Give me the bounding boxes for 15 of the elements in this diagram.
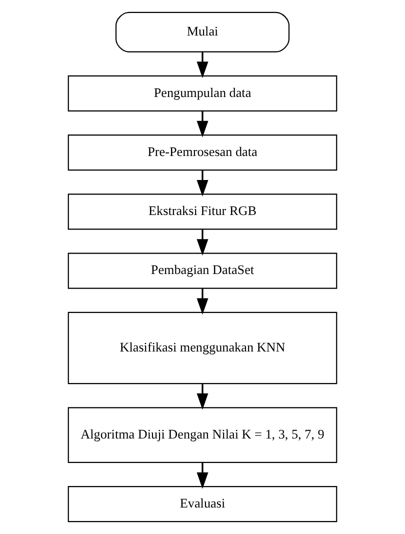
node-box: Ekstraksi Fitur RGB bbox=[68, 194, 338, 230]
node-box: Klasifikasi menggunakan KNN bbox=[68, 312, 338, 384]
arrow bbox=[196, 229, 208, 256]
arrow bbox=[196, 384, 208, 410]
node-box: Evaluasi bbox=[68, 486, 338, 522]
node-box: Pembagian DataSet bbox=[68, 252, 338, 289]
arrow bbox=[196, 111, 208, 138]
node-box: Algoritma Diuji Dengan Nilai K = 1, 3, 5, 7, 9 bbox=[68, 407, 338, 463]
arrow bbox=[196, 52, 208, 78]
arrow bbox=[196, 462, 208, 489]
arrow bbox=[196, 288, 208, 315]
node-box: Pre-Pemrosesan data bbox=[68, 134, 338, 171]
node-box: Pengumpulan data bbox=[68, 75, 338, 112]
node-box: Mulai bbox=[115, 12, 290, 52]
arrow bbox=[196, 170, 208, 196]
